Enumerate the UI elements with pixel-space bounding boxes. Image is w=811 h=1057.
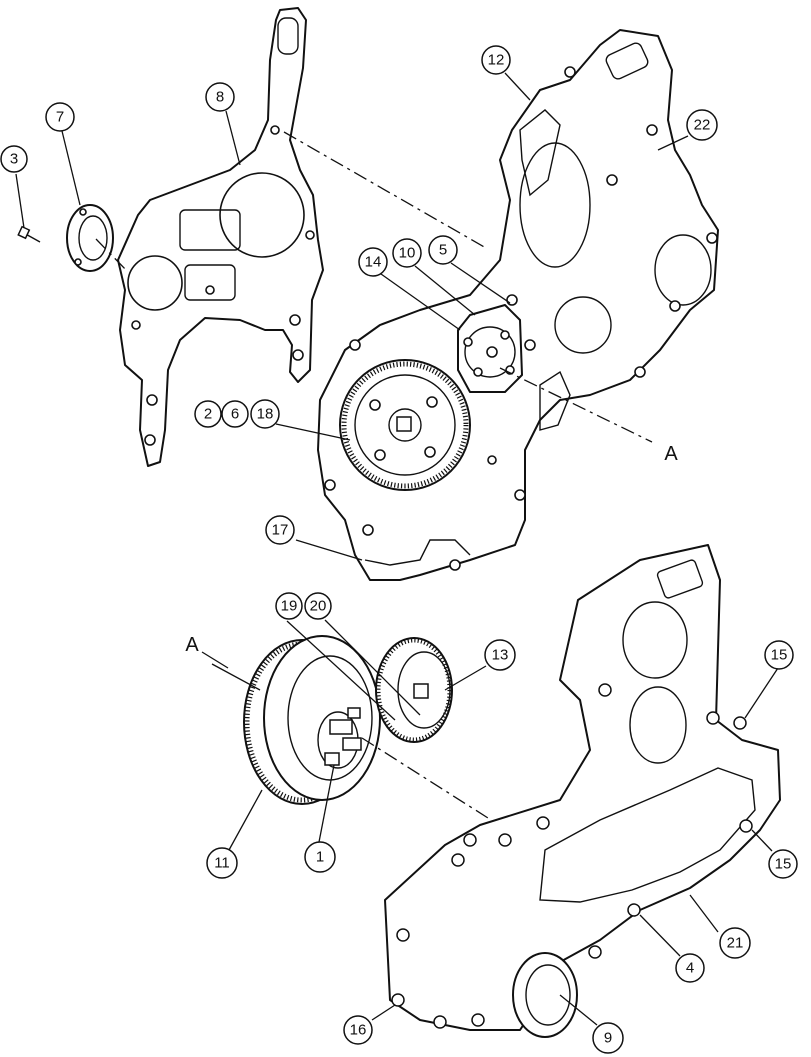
leader-lines [15,72,779,1026]
callout-7-label: 7 [56,109,64,126]
callout-14: 14 [358,247,388,277]
callout-6-label: 6 [231,406,239,423]
crank-gear-assembly [339,359,471,491]
callout-10: 10 [392,238,422,268]
callout-22: 22 [686,109,718,141]
callout-9-label: 9 [604,1030,612,1047]
callout-1: 1 [304,841,336,873]
callout-19-label: 19 [281,598,298,615]
callout-5: 5 [428,235,458,265]
callout-21: 21 [719,927,751,959]
callout-20: 20 [304,592,332,620]
callout-14-label: 14 [365,254,382,271]
callout-16: 16 [343,1015,373,1045]
callout-19: 19 [275,592,303,620]
callout-2-label: 2 [204,406,212,423]
front-gasket [117,7,324,467]
callout-11-label: 11 [214,855,230,872]
screw [17,225,41,243]
oil-seal-plate [66,204,114,272]
callout-4-label: 4 [686,960,694,977]
callout-7: 7 [45,102,75,132]
reference-a-upper: A [664,443,678,465]
callout-8: 8 [205,82,235,112]
callout-11: 11 [206,847,238,879]
callout-15-upper-label: 15 [771,647,788,664]
callout-20-label: 20 [310,598,327,615]
reference-a-lower: A [185,634,199,656]
callout-15-lower: 15 [768,849,798,879]
callout-2: 2 [194,400,222,428]
callout-6: 6 [221,400,249,428]
callout-12-label: 12 [488,52,505,69]
callout-5-label: 5 [439,242,447,259]
callout-22-label: 22 [694,117,711,134]
callout-13: 13 [484,639,516,671]
callout-16-label: 16 [350,1022,367,1039]
callout-13-label: 13 [492,647,509,664]
callout-18: 18 [250,399,280,429]
gear-cluster [243,635,453,805]
idler-hub-plate [457,304,523,393]
callout-8-label: 8 [216,89,224,106]
callout-10-label: 10 [399,245,416,262]
callout-17: 17 [265,515,295,545]
callout-3: 3 [0,145,28,173]
callout-21-label: 21 [727,935,744,952]
timing-case [317,29,719,581]
callout-18-label: 18 [257,406,274,423]
callout-4: 4 [675,953,705,983]
callout-9: 9 [592,1022,624,1054]
callout-1-label: 1 [316,849,324,866]
callout-17-label: 17 [272,522,289,539]
callout-3-label: 3 [10,151,18,168]
callout-15-upper: 15 [764,640,794,670]
callout-15-lower-label: 15 [775,856,792,873]
callout-12: 12 [481,45,511,75]
front-cover [384,544,781,1038]
